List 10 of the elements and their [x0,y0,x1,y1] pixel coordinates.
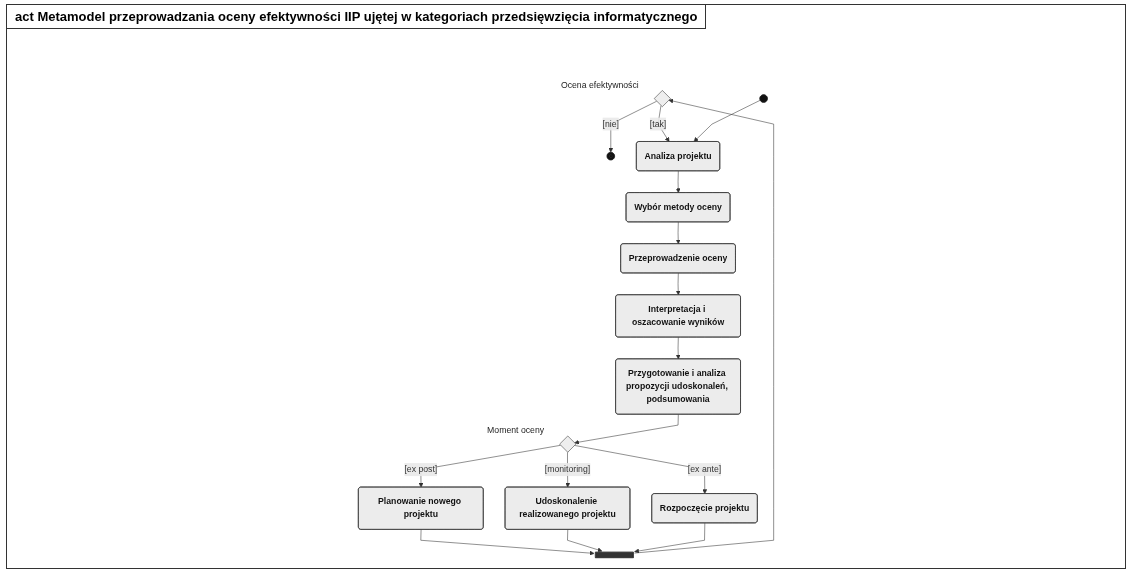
node-label: Moment oceny [487,425,545,435]
node-label: Ocena efektywności [560,80,639,90]
edge-label: [nie] [602,119,620,129]
node-diamond [559,435,577,453]
node-diamond [653,90,671,107]
edge-label: [ex post] [404,464,438,474]
edge-label: [ex ante] [687,464,722,474]
edge-label: [tak] [649,119,667,129]
edge-label: [monitoring] [544,464,591,474]
frame-title: act Metamodel przeprowadzania oceny efektywności IIP ujętej w kategoriach przedsięwzięcia informatycznego [7,5,707,29]
